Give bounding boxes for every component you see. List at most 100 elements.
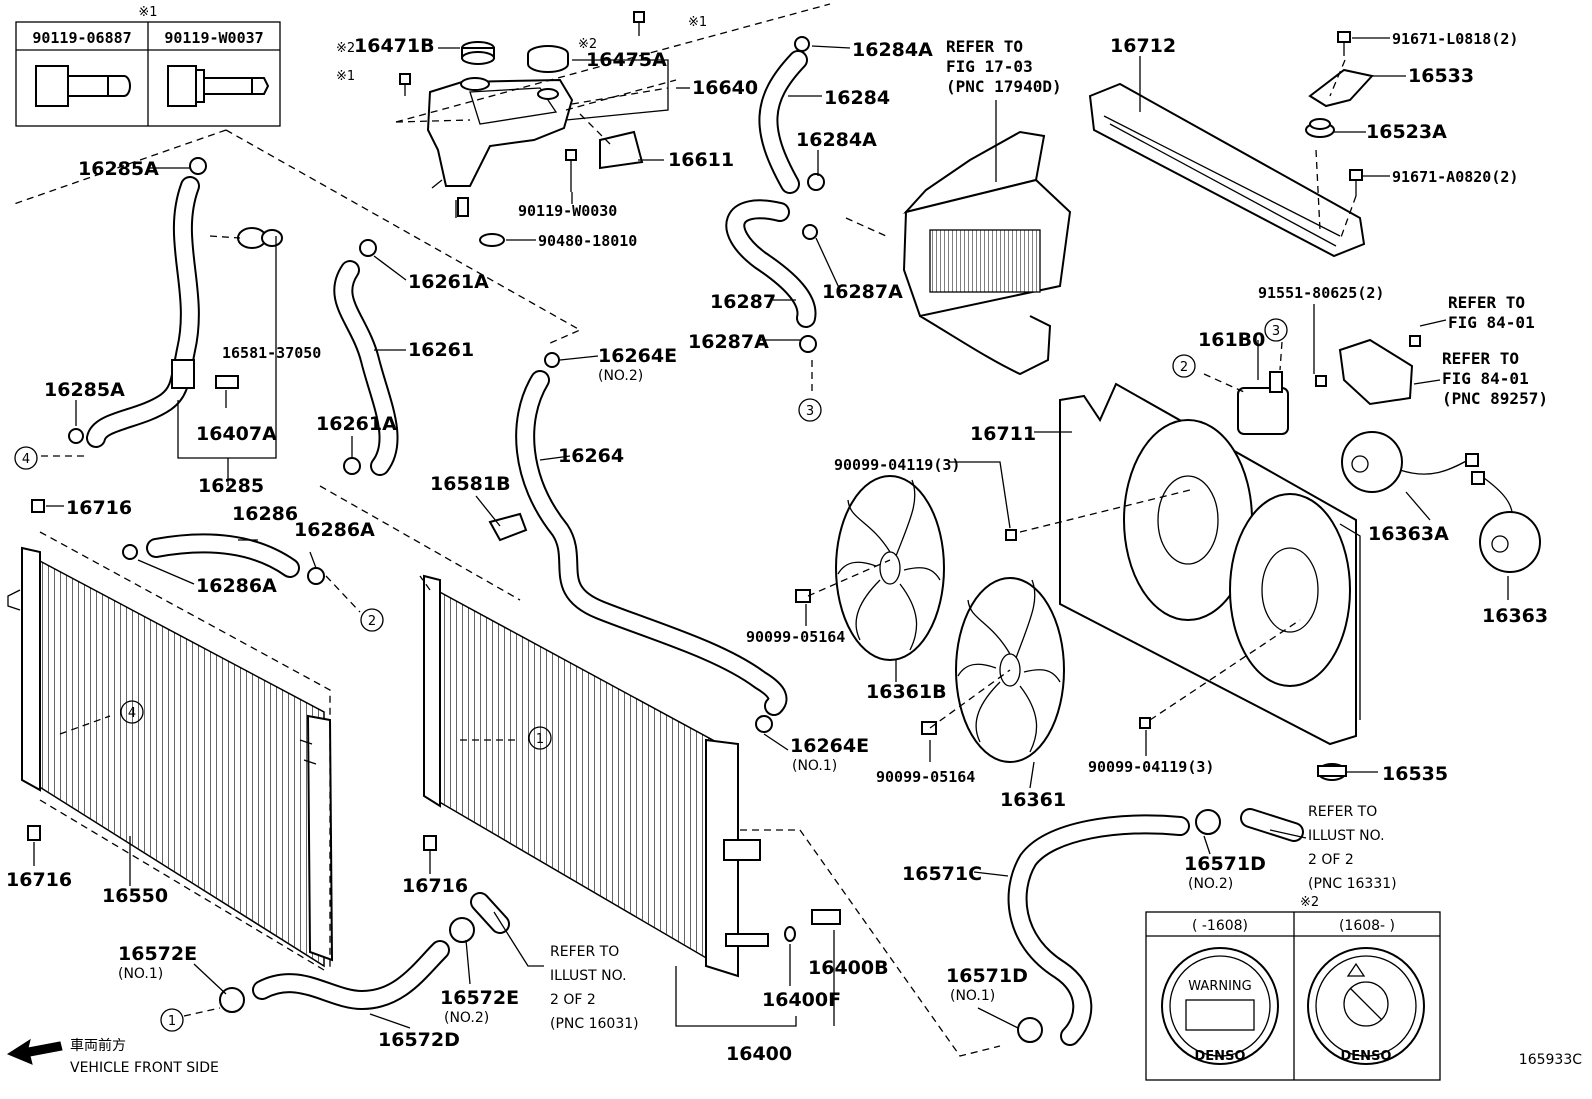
label-16261A-top: 16261A [408, 271, 489, 293]
label-16284A-top: 16284A [852, 39, 933, 61]
cap-warning-text: WARNING [1188, 979, 1251, 994]
callout-1-b: 1 [168, 1014, 176, 1029]
label-16261A-bottom: 16261A [316, 413, 397, 435]
label-16287A-right: 16287A [822, 281, 903, 303]
fan-motor-16363 [1471, 471, 1541, 573]
table-col1-part: 90119-06887 [32, 29, 131, 47]
ref-ill16031-line4: (PNC 16031) [550, 1016, 639, 1032]
label-16286: 16286 [232, 503, 298, 525]
callout-markers: 4 2 4 1 1 3 3 2 [14, 318, 1288, 1032]
label-16523A: 16523A [1366, 121, 1447, 143]
label-90119-W0030: 90119-W0030 [518, 202, 617, 220]
ref-ill16031-line2: ILLUST NO. [550, 968, 627, 984]
callout-2-a: 2 [368, 614, 376, 629]
label-91671-L0818: 91671-L0818(2) [1392, 30, 1518, 48]
bolt-icon [35, 65, 131, 107]
label-16572E-no2-sub: (NO.2) [444, 1010, 489, 1026]
vehicle-front-arrow: 車両前方 VEHICLE FRONT SIDE [6, 1037, 219, 1076]
radiator-cap-table: ( -1608) (1608- ) WARNING DENSO DENSO [1145, 911, 1441, 1081]
reservoir-tank [426, 77, 574, 218]
bracket-16533 [1308, 68, 1374, 108]
grommet-16523A [1305, 118, 1335, 138]
bolt-91671 [1337, 31, 1363, 196]
grommet-16535 [1317, 763, 1347, 781]
callout-3-a: 3 [806, 404, 814, 419]
nut-90099-05164 [795, 589, 937, 735]
label-16572D: 16572D [378, 1029, 460, 1051]
label-90480-18010: 90480-18010 [538, 232, 637, 250]
label-16611: 16611 [668, 149, 734, 171]
label-90099-05164-a: 90099-05164 [746, 628, 845, 646]
label-91551-80625: 91551-80625(2) [1258, 284, 1384, 302]
reservoir-cap-16471B [461, 41, 495, 65]
callout-4-a: 4 [22, 452, 30, 467]
label-16287A-left: 16287A [688, 331, 769, 353]
label-16400: 16400 [726, 1043, 792, 1065]
radiator-cap-new: DENSO [1307, 947, 1425, 1065]
note-symbol-1: ※1 [138, 5, 157, 20]
plug-90480-18010 [479, 233, 505, 247]
ref-fig84b-line2: FIG 84-01 [1442, 369, 1529, 388]
flange-bolt-icon [167, 65, 270, 107]
bolt-90119-W0030 [565, 149, 577, 192]
sensor-module [1338, 338, 1414, 406]
label-16407A: 16407A [196, 423, 277, 445]
ref-ill16331-line3: 2 OF 2 [1308, 852, 1354, 868]
label-161B0: 161B0 [1198, 329, 1265, 351]
label-16475A: 16475A [586, 49, 667, 71]
label-16571D-no1: 16571D [946, 965, 1028, 987]
label-16287: 16287 [710, 291, 776, 313]
ref-fig17-line1: REFER TO [946, 37, 1023, 56]
cap-brand-new: DENSO [1341, 1049, 1392, 1064]
bracket-16611 [599, 130, 644, 170]
label-16716-center: 16716 [402, 875, 468, 897]
valve-161B0 [1237, 371, 1289, 435]
callout-1-a: 1 [536, 732, 544, 747]
label-16716-top: 16716 [66, 497, 132, 519]
label-16711: 16711 [970, 423, 1036, 445]
part-labels: 16285A 16581-37050 16285A 16407A 16285 1… [6, 30, 1548, 1065]
label-16361B: 16361B [866, 681, 947, 703]
label-16571D-no2-sub: (NO.2) [1188, 876, 1233, 892]
label-16400B: 16400B [808, 957, 889, 979]
label-16572E-no1-sub: (NO.1) [118, 966, 163, 982]
label-16571D-no2: 16571D [1184, 853, 1266, 875]
hose-16287 [725, 199, 817, 328]
ref-fig17-line3: (PNC 17940D) [946, 77, 1062, 96]
label-16264E-top-sub: (NO.2) [598, 368, 643, 384]
label-16535: 16535 [1382, 763, 1448, 785]
shroud-16712 [1088, 82, 1366, 258]
note-symbol-2-a: ※2 [336, 41, 355, 56]
label-16363A: 16363A [1368, 523, 1449, 545]
radiator-16550 [7, 546, 334, 968]
ref-ill16331-line4: (PNC 16331) [1308, 876, 1397, 892]
label-16264: 16264 [558, 445, 624, 467]
callout-2-b: 2 [1180, 360, 1188, 375]
bracket-16581B [488, 512, 528, 542]
label-16264E-bottom: 16264E [790, 735, 869, 757]
bolt-reference-table: ※1 90119-06887 90119-W0037 [15, 5, 281, 127]
diagram-id: 165933C [1519, 1052, 1582, 1068]
label-16284: 16284 [824, 87, 890, 109]
ref-fig84a-line1: REFER TO [1448, 293, 1525, 312]
cap-brand-old: DENSO [1195, 1049, 1246, 1064]
label-16285A-top: 16285A [78, 158, 159, 180]
label-16285A-bottom: 16285A [44, 379, 125, 401]
clamp-16581-37050 [237, 227, 283, 249]
hose-16571C [1007, 814, 1190, 1046]
hose-16285 [86, 176, 200, 448]
note-symbol-1-a: ※1 [336, 69, 355, 84]
reservoir-cap-16475A [527, 45, 569, 73]
note-symbol-2-b: ※2 [578, 37, 597, 52]
reference-notes: REFER TO FIG 17-03 (PNC 17940D) REFER TO… [550, 37, 1548, 1032]
label-16471B: 16471B [354, 35, 435, 57]
label-16261: 16261 [408, 339, 474, 361]
hose-16261 [333, 260, 399, 476]
label-16400F: 16400F [762, 989, 841, 1011]
label-16284A-mid: 16284A [796, 129, 877, 151]
label-16264E-top: 16264E [598, 345, 677, 367]
label-91671-A0820: 91671-A0820(2) [1392, 168, 1518, 186]
ref-fig84b-line1: REFER TO [1442, 349, 1519, 368]
label-90099-04119-a: 90099-04119(3) [834, 456, 960, 474]
